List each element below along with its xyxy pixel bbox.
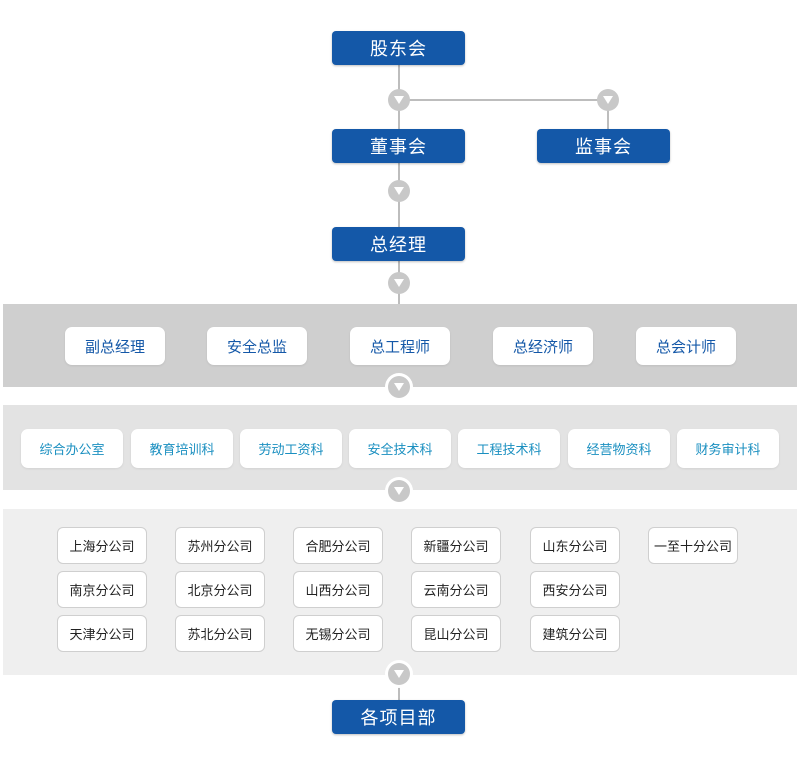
branch-label: 苏州分公司 xyxy=(187,540,253,555)
branch-kunshan: 昆山分公司 xyxy=(411,615,501,652)
department-label: 工程技术科 xyxy=(476,443,542,458)
branch-tianjin: 天津分公司 xyxy=(57,615,147,652)
branch-label: 南京分公司 xyxy=(69,584,135,599)
branch-construction: 建筑分公司 xyxy=(530,615,620,652)
branch-wuxi: 无锡分公司 xyxy=(293,615,383,652)
department-labor-wage: 劳动工资科 xyxy=(240,429,342,468)
gm-box: 总经理 xyxy=(332,227,465,261)
branch-yunnan: 云南分公司 xyxy=(411,571,501,608)
department-label: 综合办公室 xyxy=(39,443,105,458)
department-safety-tech: 安全技术科 xyxy=(349,429,451,468)
connector-down-icon xyxy=(388,663,410,685)
executive-label: 安全总监 xyxy=(226,337,287,356)
supervisory-box: 监事会 xyxy=(537,129,670,163)
department-label: 教育培训科 xyxy=(149,443,215,458)
branch-label: 天津分公司 xyxy=(69,628,135,643)
branch-label: 合肥分公司 xyxy=(305,540,371,555)
department-label: 经营物资科 xyxy=(586,443,652,458)
department-engineering-tech: 工程技术科 xyxy=(458,429,560,468)
supervisory-label: 监事会 xyxy=(575,137,632,158)
branch-suzhou: 苏州分公司 xyxy=(175,527,265,564)
branch-shandong: 山东分公司 xyxy=(530,527,620,564)
branch-label: 西安分公司 xyxy=(542,584,608,599)
line-supervisory-drop xyxy=(607,99,609,130)
branch-xinjiang: 新疆分公司 xyxy=(411,527,501,564)
department-operations-materials: 经营物资科 xyxy=(568,429,670,468)
executive-label: 副总经理 xyxy=(84,337,145,356)
executive-label: 总经济师 xyxy=(512,337,573,356)
department-label: 财务审计科 xyxy=(695,443,761,458)
connector-down-icon xyxy=(388,180,410,202)
shareholders-label: 股东会 xyxy=(370,39,427,60)
executive-deputy-gm: 副总经理 xyxy=(65,327,165,365)
connector-down-icon xyxy=(388,89,410,111)
branch-label: 建筑分公司 xyxy=(542,628,608,643)
branch-beijing: 北京分公司 xyxy=(175,571,265,608)
line-branches-projects xyxy=(398,675,400,701)
department-label: 安全技术科 xyxy=(367,443,433,458)
branch-nanjing: 南京分公司 xyxy=(57,571,147,608)
branch-shanghai: 上海分公司 xyxy=(57,527,147,564)
executive-chief-accountant: 总会计师 xyxy=(636,327,736,365)
branch-label: 上海分公司 xyxy=(69,540,135,555)
connector-down-icon xyxy=(388,480,410,502)
branch-label: 山东分公司 xyxy=(542,540,608,555)
executive-safety-director: 安全总监 xyxy=(207,327,307,365)
branch-xian: 西安分公司 xyxy=(530,571,620,608)
projects-box: 各项目部 xyxy=(332,700,465,734)
executive-chief-economist: 总经济师 xyxy=(493,327,593,365)
department-training: 教育培训科 xyxy=(131,429,233,468)
executive-chief-engineer: 总工程师 xyxy=(350,327,450,365)
branch-label: 云南分公司 xyxy=(423,584,489,599)
branch-label: 无锡分公司 xyxy=(305,628,371,643)
shareholders-box: 股东会 xyxy=(332,31,465,65)
department-label: 劳动工资科 xyxy=(258,443,324,458)
branch-shanxi: 山西分公司 xyxy=(293,571,383,608)
branch-label: 一至十分公司 xyxy=(653,540,732,555)
connector-down-icon xyxy=(597,89,619,111)
gm-label: 总经理 xyxy=(370,235,427,256)
executive-label: 总会计师 xyxy=(655,337,716,356)
branch-label: 山西分公司 xyxy=(305,584,371,599)
board-box: 董事会 xyxy=(332,129,465,163)
branch-subei: 苏北分公司 xyxy=(175,615,265,652)
projects-label: 各项目部 xyxy=(360,708,437,729)
branch-label: 苏北分公司 xyxy=(187,628,253,643)
branch-hefei: 合肥分公司 xyxy=(293,527,383,564)
branch-label: 新疆分公司 xyxy=(423,540,489,555)
department-finance-audit: 财务审计科 xyxy=(677,429,779,468)
executive-label: 总工程师 xyxy=(369,337,430,356)
department-general-office: 综合办公室 xyxy=(21,429,123,468)
connector-down-icon xyxy=(388,376,410,398)
connector-down-icon xyxy=(388,272,410,294)
branch-one-to-ten: 一至十分公司 xyxy=(648,527,738,564)
line-shareholders-supervisory xyxy=(400,99,608,101)
board-label: 董事会 xyxy=(370,137,427,158)
branch-label: 北京分公司 xyxy=(187,584,253,599)
branch-label: 昆山分公司 xyxy=(423,628,489,643)
